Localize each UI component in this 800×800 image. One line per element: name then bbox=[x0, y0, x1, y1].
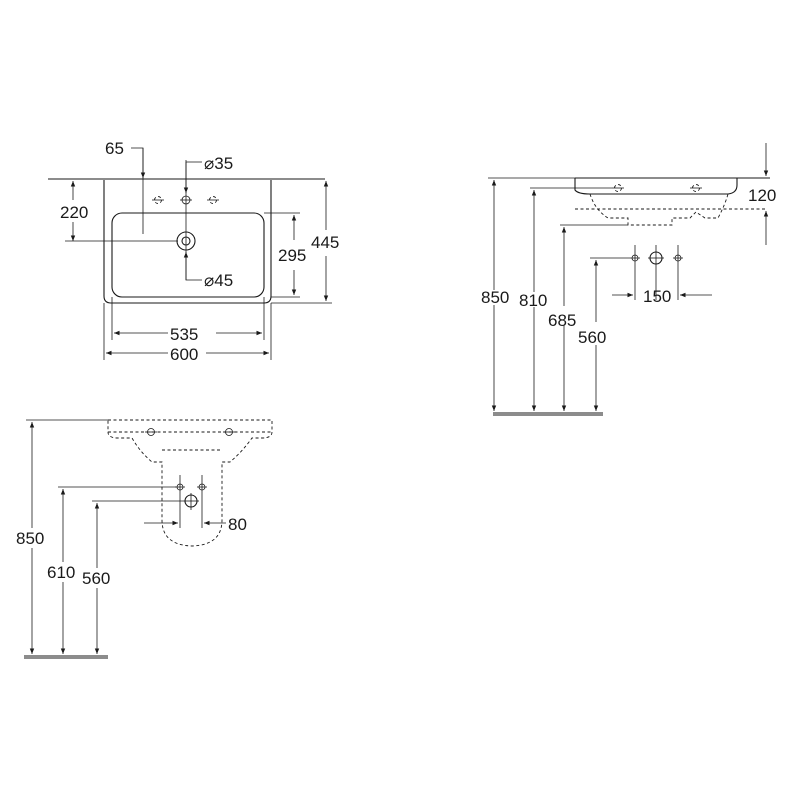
dim-445-label: 445 bbox=[311, 233, 339, 252]
front-tap-hole-left bbox=[145, 428, 157, 436]
side-basin-outline bbox=[574, 178, 738, 195]
dim-120-label: 120 bbox=[748, 186, 776, 205]
dim-600-label: 600 bbox=[170, 345, 198, 364]
front-tap-hole-right bbox=[223, 428, 235, 436]
dim-150-label: 150 bbox=[643, 287, 671, 306]
front-view: 850 610 560 80 bbox=[16, 419, 273, 659]
tap-hole-left bbox=[152, 196, 164, 204]
side-drain-icon bbox=[648, 245, 664, 300]
dim-65-label: 65 bbox=[105, 139, 124, 158]
side-basin-body bbox=[589, 193, 729, 226]
front-connection-left bbox=[175, 475, 185, 528]
front-connection-right bbox=[197, 475, 207, 528]
side-connection-left bbox=[630, 245, 640, 300]
dim-80-label: 80 bbox=[228, 515, 247, 534]
tap-hole-right bbox=[207, 196, 219, 204]
dim-850-label-front: 850 bbox=[16, 529, 44, 548]
dim-850-label-side: 850 bbox=[481, 288, 509, 307]
basin-bowl-outline bbox=[111, 212, 265, 298]
side-view: 850 810 685 560 120 150 bbox=[481, 143, 776, 416]
front-basin-outline bbox=[107, 419, 273, 547]
side-tap-hole-right bbox=[690, 184, 702, 192]
dim-560-label-side: 560 bbox=[578, 328, 606, 347]
dim-dia45-label: ⌀45 bbox=[204, 271, 233, 290]
dim-685-label: 685 bbox=[548, 311, 576, 330]
side-tap-hole-left bbox=[612, 184, 624, 192]
dim-dia35-leader bbox=[183, 161, 202, 193]
side-connection-right bbox=[673, 245, 683, 300]
dim-560-label-front: 560 bbox=[82, 569, 110, 588]
dim-610-label: 610 bbox=[47, 563, 75, 582]
top-view: 65 220 ⌀35 295 445 ⌀45 535 600 bbox=[48, 139, 339, 364]
dim-535-label: 535 bbox=[170, 325, 198, 344]
front-drain-icon bbox=[183, 493, 199, 510]
basin-outer-outline bbox=[103, 180, 272, 304]
dim-295-label: 295 bbox=[278, 246, 306, 265]
dim-dia35-label: ⌀35 bbox=[204, 154, 233, 173]
dim-dia45-leader bbox=[183, 252, 202, 281]
dim-220-label: 220 bbox=[60, 203, 88, 222]
dim-810-label: 810 bbox=[519, 291, 547, 310]
dim-65-leader bbox=[131, 147, 144, 234]
